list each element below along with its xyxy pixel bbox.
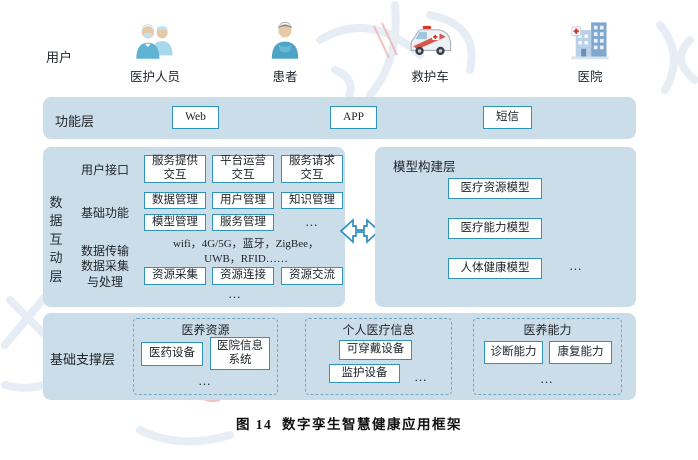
group-title-medical-resources: 医养资源 xyxy=(181,323,230,337)
box-knowledge-management: 知识管理 xyxy=(281,192,343,209)
ambulance-icon xyxy=(410,25,452,56)
hospital-icon xyxy=(571,22,609,60)
box-hospital-info-system: 医院信息 系统 xyxy=(210,337,270,370)
box-platform-operation: 平台运营 交互 xyxy=(212,155,274,183)
group-title-medical-capability: 医养能力 xyxy=(523,323,572,337)
box-model-management: 模型管理 xyxy=(144,214,206,231)
model-layer-label: 模型构建层 xyxy=(393,160,456,174)
box-wearable-devices: 可穿戴设备 xyxy=(339,340,412,360)
box-medical-resource-model: 医疗资源模型 xyxy=(448,178,542,199)
box-medical-capability-model: 医疗能力模型 xyxy=(448,218,542,239)
user-item-label: 救护车 xyxy=(411,70,449,84)
patient-icon xyxy=(271,21,299,59)
box-medicine-equipment: 医药设备 xyxy=(141,342,203,366)
figure-caption: 图 14 数字孪生智慧健康应用框架 xyxy=(235,417,463,432)
user-item-label: 医护人员 xyxy=(129,70,180,84)
box-monitoring-devices: 监护设备 xyxy=(329,364,400,383)
function-box-app: APP xyxy=(330,106,377,129)
row-label-user-interface: 用户接口 xyxy=(80,163,129,177)
group1-ellipsis: ... xyxy=(198,373,212,388)
collection-ellipsis: ... xyxy=(228,286,242,301)
transmission-protocols-text: wifi，4G/5G，蓝牙，ZigBee， UWB，RFID…… xyxy=(172,238,320,266)
model-layer-ellipsis: ... xyxy=(569,258,583,273)
user-item-label: 医院 xyxy=(577,70,603,84)
box-service-provide: 服务提供 交互 xyxy=(144,155,206,183)
group-personal-medical-info xyxy=(305,318,452,395)
user-item-patient: 患者 xyxy=(240,18,330,85)
row-label-basic-functions: 基础功能 xyxy=(80,206,129,220)
function-layer-label: 功能层 xyxy=(55,114,95,129)
user-item-hospital: 医院 xyxy=(545,18,635,85)
user-item-ambulance: 救护车 xyxy=(385,18,475,85)
double-arrow-icon xyxy=(340,218,380,244)
user-item-medical-staff: 医护人员 xyxy=(110,18,200,85)
users-label: 用户 xyxy=(46,50,73,65)
box-human-health-model: 人体健康模型 xyxy=(448,258,542,279)
user-item-label: 患者 xyxy=(272,70,298,84)
box-resource-collect: 资源采集 xyxy=(144,267,206,285)
box-service-request: 服务请求 交互 xyxy=(281,155,343,183)
function-box-web: Web xyxy=(172,106,219,129)
row-label-transmission: 数据传输 xyxy=(80,244,129,258)
basic-functions-ellipsis: ... xyxy=(305,214,319,229)
box-user-management: 用户管理 xyxy=(212,192,274,209)
group2-ellipsis: ... xyxy=(414,369,428,384)
group3-ellipsis: ... xyxy=(540,371,554,386)
box-data-management: 数据管理 xyxy=(144,192,206,209)
group-medical-capability xyxy=(473,318,622,395)
function-box-sms: 短信 xyxy=(483,106,532,129)
medical-staff-icon xyxy=(136,24,173,59)
box-rehab-capability: 康复能力 xyxy=(549,341,612,364)
box-service-management: 服务管理 xyxy=(212,214,274,231)
box-diagnosis-capability: 诊断能力 xyxy=(484,341,543,364)
row-label-collection: 数据采集 与处理 xyxy=(80,259,129,289)
support-layer-label: 基础支撑层 xyxy=(50,352,116,367)
group-title-personal-medical-info: 个人医疗信息 xyxy=(342,323,415,337)
box-resource-connect: 资源连接 xyxy=(212,267,274,285)
data-interaction-layer-label: 数据互动层 xyxy=(49,195,63,284)
box-resource-exchange: 资源交流 xyxy=(281,267,343,285)
